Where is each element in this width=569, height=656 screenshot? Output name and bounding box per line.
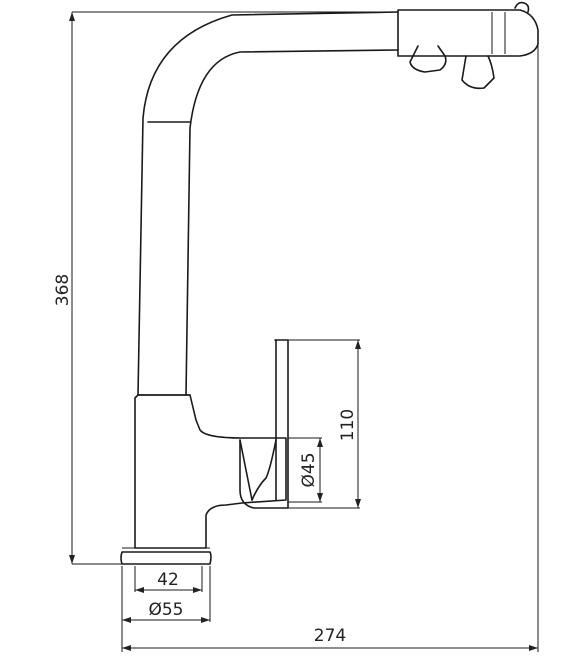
- spray-head: [397, 9, 539, 57]
- dimension-reach: 274: [121, 40, 539, 652]
- base-flange: [120, 551, 212, 565]
- spray-head-tip: [514, 1, 530, 13]
- dimension-handle-diameter: Ø45: [288, 437, 323, 503]
- faucet-outline: [120, 1, 539, 565]
- dimension-274-label: 274: [314, 626, 346, 646]
- outlet-nozzle-right: [461, 55, 495, 90]
- dimension-handle-height: 110: [288, 339, 361, 509]
- spout-outer-edge: [137, 11, 399, 396]
- dimension-d45-label: Ø45: [299, 452, 319, 487]
- dimension-base-width: 42: [134, 566, 203, 593]
- handle-lever: [239, 339, 289, 509]
- dimension-base-diameter: Ø55: [121, 566, 211, 623]
- dimension-height-total: 368: [53, 11, 398, 565]
- dimension-110-label: 110: [338, 409, 358, 441]
- faucet-base-body: [134, 394, 287, 549]
- handle-curve: [251, 439, 277, 501]
- dimension-42-label: 42: [157, 570, 179, 590]
- spout-inner-edge: [185, 49, 399, 396]
- dimension-368-label: 368: [53, 274, 73, 306]
- handle-cap: [239, 439, 253, 501]
- dimension-d55-label: Ø55: [148, 600, 183, 620]
- outlet-nozzle-left: [409, 45, 447, 73]
